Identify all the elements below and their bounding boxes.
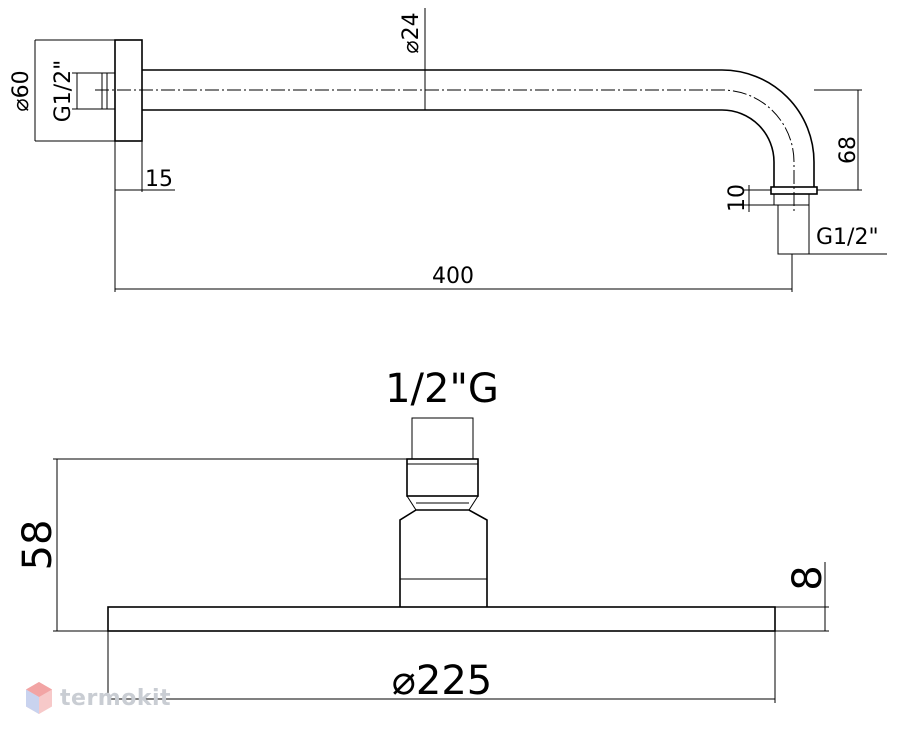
tube-bend-outer [721, 69, 815, 187]
drop-height-label: 68 [836, 136, 861, 164]
projection-label: 400 [432, 264, 474, 289]
outlet-length-label: 10 [725, 184, 750, 212]
termokit-logo-icon [26, 682, 52, 714]
connection-nipple [411, 417, 474, 460]
watermark-brand: termokit [60, 685, 172, 711]
outlet-nipple [777, 204, 810, 255]
plate-diameter-label: ⌀225 [392, 658, 492, 704]
tube-bend-inner [721, 109, 775, 187]
shower-head-drawing: 1/2"G 58 8 ⌀225 [15, 366, 831, 704]
plate-thickness-label: 8 [785, 565, 831, 590]
outlet-thread-label: G1/2" [816, 225, 879, 250]
flange-diameter-label: ⌀60 [9, 70, 34, 111]
flange-depth-label: 15 [145, 167, 173, 192]
connection-nut [406, 458, 479, 497]
shower-body [399, 509, 488, 607]
tube-centre-axis [95, 89, 795, 214]
inlet-thread-label: G1/2" [51, 60, 76, 123]
tube-diameter-label: ⌀24 [399, 12, 424, 53]
watermark: termokit [24, 680, 171, 716]
shower-plate [107, 606, 776, 632]
outlet-thread-ring [773, 193, 810, 206]
wall-arm-drawing: ⌀60 G1/2" ⌀24 15 68 10 G1/2" 400 [9, 8, 887, 292]
inlet-nipple [101, 72, 116, 110]
connection-thread-label: 1/2"G [385, 366, 499, 412]
total-height-label: 58 [15, 520, 61, 571]
